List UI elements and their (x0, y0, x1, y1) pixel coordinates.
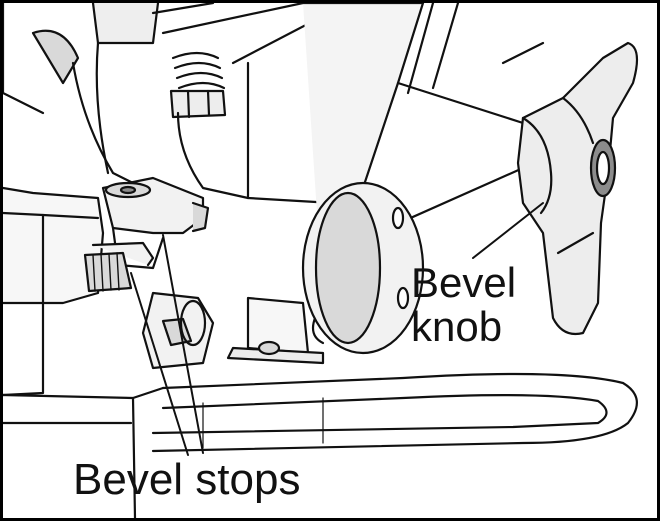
bevel-stop-lower-leader (130, 272, 189, 456)
spring-and-nut (169, 51, 227, 119)
bevel-stop-upper-leader (162, 234, 204, 454)
bevel-knob-shape (516, 41, 639, 336)
bevel-knob-label: Bevel knob (411, 261, 516, 349)
clamp-bracket (226, 296, 325, 365)
leader-lines (130, 202, 544, 456)
bolt-assembly (141, 291, 215, 370)
handle-tube (151, 372, 638, 453)
motor-housing (3, 3, 215, 185)
miter-saw-illustration (3, 3, 639, 518)
bevel-knob-label-line2: knob (411, 303, 503, 350)
bevel-stop-lower (83, 241, 155, 293)
bevel-stops-label: Bevel stops (73, 455, 301, 504)
bevel-stop-upper (101, 176, 210, 270)
pivot-disc (301, 181, 425, 355)
bevel-knob-leader (472, 202, 544, 259)
bevel-knob-label-line1: Bevel (411, 259, 517, 306)
